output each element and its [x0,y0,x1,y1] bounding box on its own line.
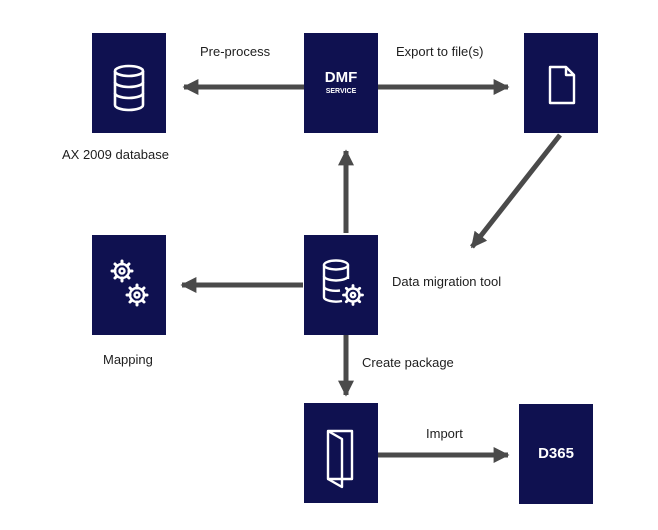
data-migration-tool-label: Data migration tool [392,274,502,289]
d365-node: D365 [519,404,593,504]
arrow-file-to-tool [470,133,562,249]
database-icon [113,64,145,112]
database-node [92,33,166,133]
preprocess-label: Pre-process [200,44,271,59]
dmf-service-node: DMF SERVICE [304,33,378,133]
d365-title: D365 [538,445,574,462]
package-icon [326,429,354,489]
mapping-label: Mapping [103,352,153,367]
file-icon [548,65,576,105]
dmf-title: DMF [324,69,358,86]
package-node [304,403,378,503]
import-label: Import [426,426,463,441]
data-migration-tool-node [304,235,378,335]
dmf-subtitle: SERVICE [325,88,357,95]
export-label: Export to file(s) [396,44,484,59]
mapping-node [92,235,166,335]
database-label: AX 2009 database [62,147,169,162]
create-package-label: Create package [362,355,454,370]
gears-icon [110,259,149,307]
file-node [524,33,598,133]
database-gear-icon [322,259,364,306]
